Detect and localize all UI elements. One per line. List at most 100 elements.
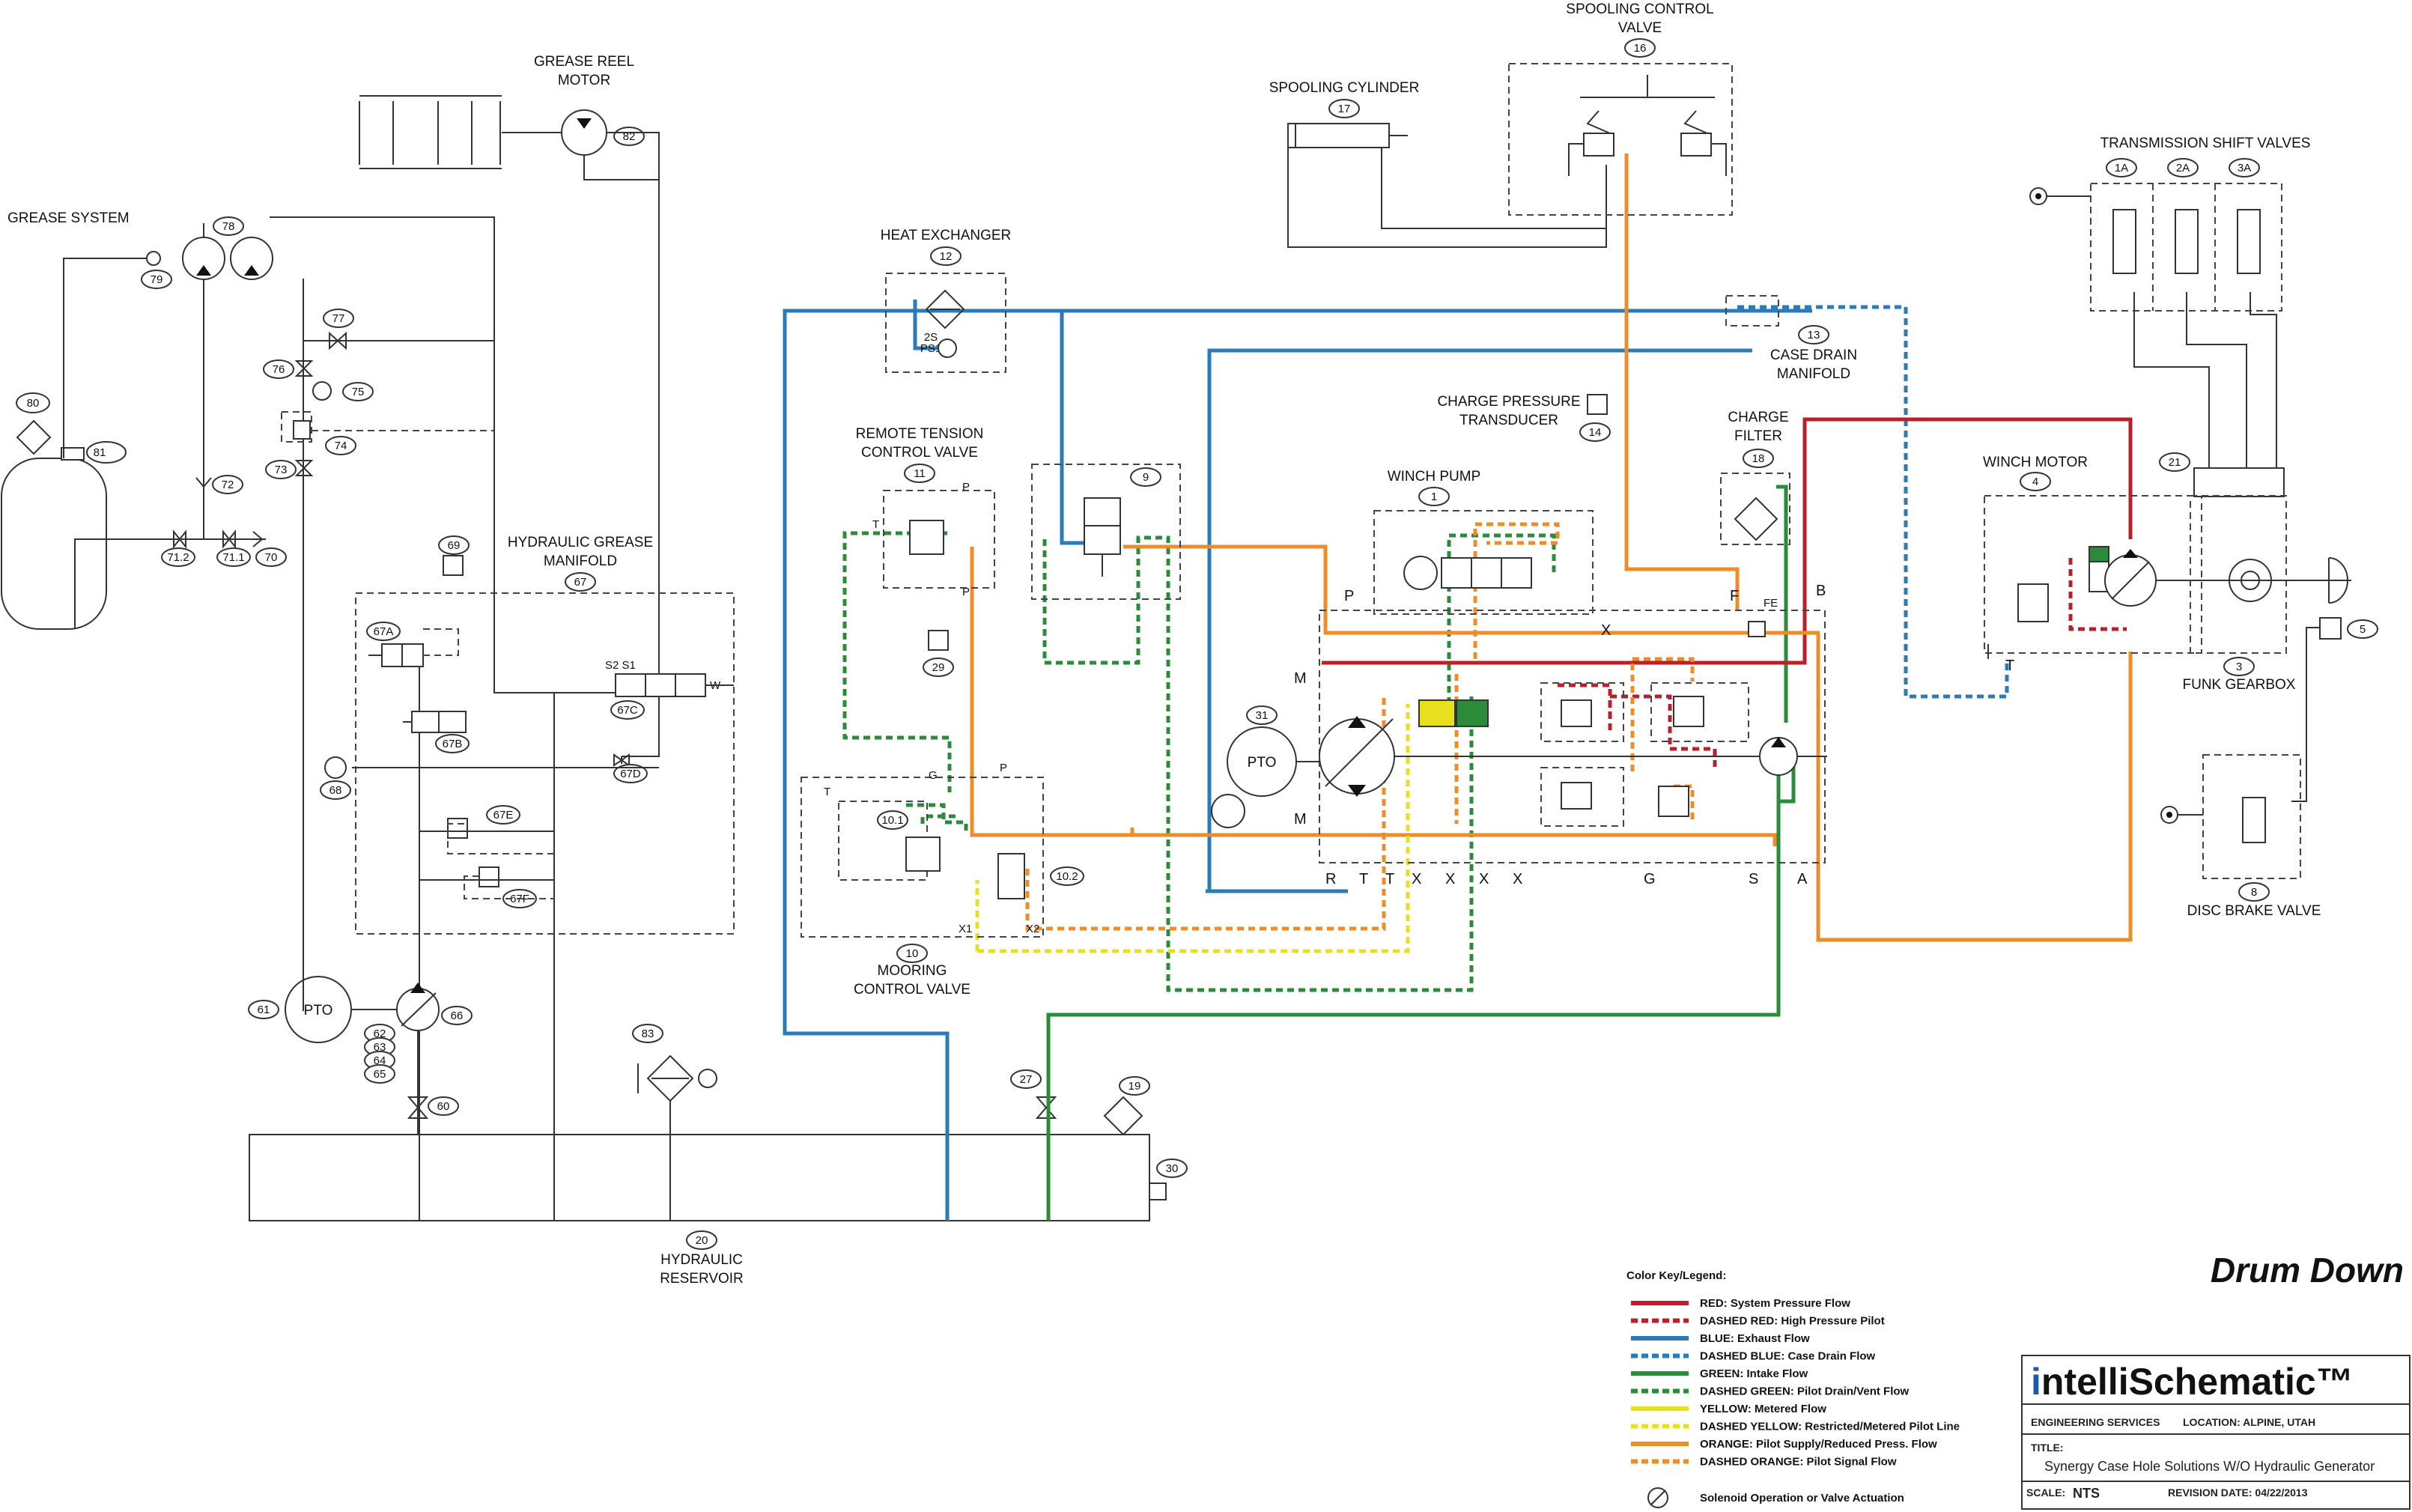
tag-71-1: 71.1 (222, 551, 244, 564)
shift-valve-2a-icon (2175, 209, 2199, 274)
valve-67c-icon (615, 673, 706, 697)
legend-item-label: DASHED RED: High Pressure Pilot (1700, 1315, 1885, 1328)
tag-66: 66 (451, 1009, 464, 1022)
tag-13: 13 (1808, 329, 1820, 341)
port-x1-10: X1 (959, 923, 972, 935)
heat-exchanger-icon (925, 289, 965, 330)
tag-62: 62 (374, 1027, 386, 1040)
tag-1a: 1A (2115, 162, 2128, 174)
tag-67a: 67A (374, 625, 394, 638)
heat-exchanger-label: HEAT EXCHANGER (881, 228, 1012, 243)
s2-s1-label: S2 S1 (605, 659, 636, 672)
port-fe: FE (1764, 597, 1778, 610)
port-x2: X (1513, 871, 1522, 887)
tag-10-2: 10.2 (1056, 870, 1078, 883)
legend-item-label: DASHED ORANGE: Pilot Signal Flow (1700, 1456, 1897, 1469)
sensor-30-icon (1149, 1182, 1167, 1200)
port-m-bottom: M (1294, 811, 1307, 828)
drawing-title: Synergy Case Hole Solutions W/O Hydrauli… (2044, 1459, 2375, 1474)
tag-77: 77 (332, 312, 345, 325)
tag-64: 64 (374, 1054, 386, 1067)
tag-14: 14 (1589, 426, 1602, 439)
spooling-cylinder-icon (1287, 123, 1390, 148)
valve-67d-icon (613, 753, 630, 767)
gauge-75-icon (312, 381, 332, 401)
tag-1: 1 (1431, 491, 1437, 503)
port-x1: X (1412, 871, 1421, 887)
scale-label: SCALE: (2026, 1487, 2065, 1499)
port-ps: P (1344, 588, 1354, 604)
relief-valve-d-icon (1658, 786, 1689, 817)
shift-valve-3a-icon (2237, 209, 2261, 274)
tag-31: 31 (1256, 709, 1269, 722)
tag-81: 81 (94, 446, 106, 459)
tag-75: 75 (352, 386, 365, 398)
port-g: G (1644, 871, 1656, 887)
remote-tension-label-1: REMOTE TENSION (856, 426, 984, 442)
check-valve-79-icon (146, 251, 161, 266)
charge-transducer-label-2: TRANSDUCER (1459, 413, 1558, 428)
charge-pressure-transducer: CHARGE PRESSURE TRANSDUCER 14 (1437, 394, 1611, 442)
spooling-cylinder-label: SPOOLING CYLINDER (1269, 80, 1420, 96)
transmission-label: TRANSMISSION SHIFT VALVES (2100, 136, 2311, 151)
tag-79: 79 (151, 273, 163, 286)
tag-72: 72 (222, 479, 234, 491)
metered-block-icon (1418, 699, 1456, 727)
tag-10: 10 (906, 947, 919, 960)
tag-73: 73 (275, 464, 288, 476)
tag-83: 83 (642, 1027, 654, 1040)
tag-10-1: 10.1 (881, 814, 903, 827)
legend-item-label: ORANGE: Pilot Supply/Reduced Press. Flow (1700, 1438, 1937, 1451)
mooring-control-valve: 10.1 10.2 T G P X1 X2 10 MOORING CONTROL… (801, 762, 1084, 998)
tag-69: 69 (448, 539, 461, 552)
valve-74-icon (293, 420, 311, 440)
valve-27-icon (1035, 1096, 1057, 1119)
tag-67b: 67B (443, 738, 463, 750)
tag-67c: 67C (617, 704, 638, 717)
winch-pump-control-valve-icon (1441, 557, 1532, 589)
port-x3: X (1445, 871, 1455, 887)
tag-71-2: 71.2 (167, 551, 189, 564)
tag-70: 70 (265, 551, 278, 564)
winch-pump-main-icon (1319, 718, 1395, 795)
case-drain-manifold: 13 CASE DRAIN MANIFOLD (1725, 295, 1857, 382)
reservoir-label-2: RESERVOIR (660, 1271, 744, 1287)
tag-78: 78 (222, 220, 235, 233)
port-t2: T (1385, 871, 1394, 887)
legend-item-label: YELLOW: Metered Flow (1700, 1403, 1826, 1415)
sensor-29: 29 (923, 630, 954, 677)
port-s: S (1749, 871, 1758, 887)
port-p-10: P (1000, 762, 1007, 774)
port-p-11-top: P (962, 481, 970, 494)
revision-date: REVISION DATE: 04/22/2013 (2168, 1487, 2308, 1499)
winch-pump: WINCH PUMP 1 PTO 31 P F (1211, 469, 1827, 887)
charge-filter: CHARGE FILTER 18 (1720, 410, 1790, 545)
tag-11: 11 (914, 467, 926, 480)
valve-73-icon (294, 460, 314, 476)
tag-68: 68 (329, 784, 342, 797)
relief-valve-c-icon (1673, 696, 1704, 727)
remote-tension-control-valve: REMOTE TENSION CONTROL VALVE 11 T P P (856, 426, 995, 598)
valves-71-icon (173, 529, 264, 549)
filter-83-icon (646, 1054, 694, 1102)
tag-3a: 3A (2238, 162, 2251, 174)
gauge-68-icon (324, 756, 347, 779)
port-x4: X (1479, 871, 1489, 887)
pto-31-solenoid-icon (1211, 794, 1245, 828)
tag-60: 60 (437, 1100, 450, 1113)
grease-system: GREASE SYSTEM 81 80 79 78 77 76 75 (1, 210, 495, 1011)
port-t-motor: T (2005, 658, 2014, 674)
reservoir-20-tank (249, 1134, 1150, 1221)
reel-motor-82-icon (561, 109, 607, 156)
flow-lines (783, 154, 2133, 1221)
valve-9: 9 (1031, 464, 1181, 600)
manifold-label-2: MANIFOLD (544, 553, 617, 569)
reservoir-label-1: HYDRAULIC (660, 1252, 743, 1268)
port-t-11: T (872, 518, 879, 531)
port-t-10: T (824, 786, 830, 798)
winch-pump-label: WINCH PUMP (1388, 469, 1481, 485)
spooling-valve-label-2: VALVE (1618, 20, 1662, 36)
legend-item-label: BLUE: Exhaust Flow (1700, 1332, 1810, 1345)
valve-76-icon (294, 360, 314, 377)
